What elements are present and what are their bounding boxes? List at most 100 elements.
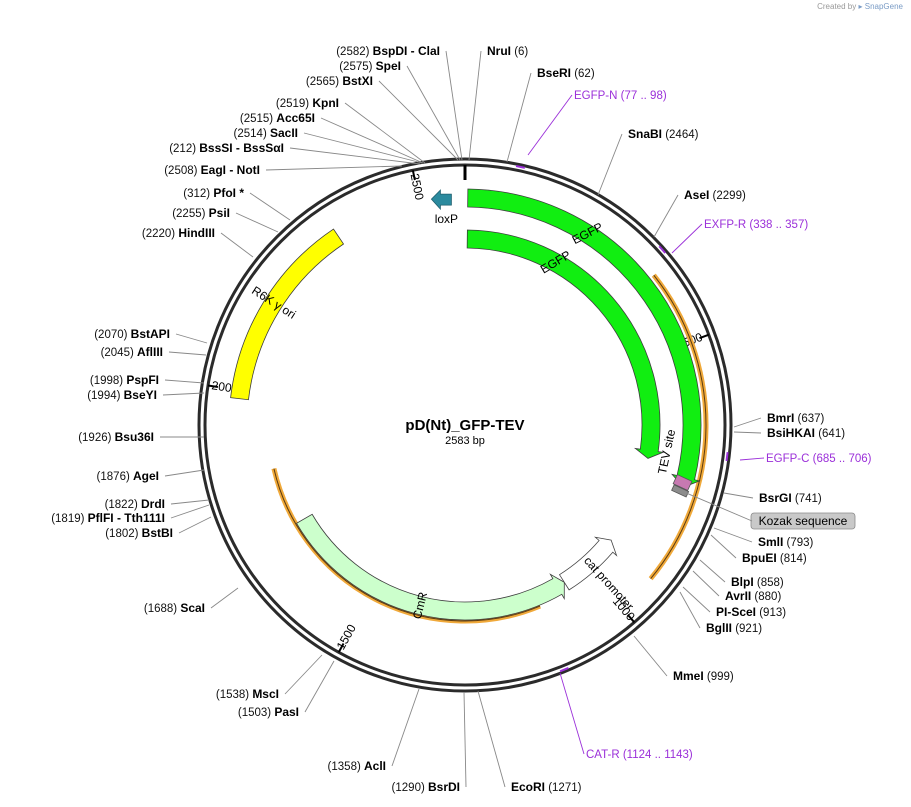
site-bseyi[interactable]: (1994) BseYI: [87, 388, 157, 402]
primer-cat-r[interactable]: CAT-R (1124 .. 1143): [586, 749, 693, 761]
site-acli[interactable]: (1358) AclI: [328, 759, 386, 773]
site-eagi-noti[interactable]: (2508) EagI - NotI: [164, 163, 260, 177]
site-position: (2220): [142, 228, 178, 240]
feature-cat-promoter[interactable]: [558, 536, 618, 591]
primer-mark-egfp-c[interactable]: [725, 451, 729, 462]
site-acc65i[interactable]: (2515) Acc65I: [240, 111, 315, 125]
site-name: ScaI: [180, 601, 205, 615]
site-msci[interactable]: (1538) MscI: [216, 687, 279, 701]
feature-loxp[interactable]: [430, 189, 452, 211]
site-pasi[interactable]: (1503) PasI: [238, 705, 299, 719]
site-position: (1998): [90, 375, 126, 387]
site-position: (1926): [78, 432, 114, 444]
site-name: BstAPI: [131, 327, 170, 341]
site-bstapi[interactable]: (2070) BstAPI: [94, 327, 170, 341]
site-position: (793): [783, 537, 813, 549]
site-pi-scei[interactable]: PI-SceI (913): [716, 605, 786, 619]
primer-exfp-r[interactable]: EXFP-R (338 .. 357): [704, 219, 808, 231]
primer-mark-exfp-r[interactable]: [658, 245, 667, 254]
site-name: PspFI: [126, 373, 159, 387]
site-position: (913): [756, 607, 786, 619]
site-name: DrdI: [141, 497, 165, 511]
site-mmei[interactable]: MmeI (999): [673, 669, 734, 683]
site-position: (1819): [51, 513, 87, 525]
site-bmri[interactable]: BmrI (637): [767, 411, 825, 425]
site-pflfi-tth111i[interactable]: (1819) PflFI - Tth111I: [51, 511, 165, 525]
primer-range: (338 .. 357): [746, 219, 808, 231]
site-sacii[interactable]: (2514) SacII: [234, 126, 298, 140]
site-bspdi-clai[interactable]: (2582) BspDI - ClaI: [336, 44, 440, 58]
primer-range: (77 .. 98): [617, 90, 666, 102]
feature-egfp-inner[interactable]: [466, 229, 665, 459]
site-bstxi[interactable]: (2565) BstXI: [306, 74, 373, 88]
site-position: (2514): [234, 128, 270, 140]
primer-mark-cat-r[interactable]: [559, 666, 569, 673]
site-bstbi[interactable]: (1802) BstBI: [105, 526, 173, 540]
site-nrui[interactable]: NruI (6): [487, 44, 528, 58]
site-position: (2045): [101, 347, 137, 359]
credit-brand: SnapGene: [864, 2, 903, 11]
site-leader-bsrgi: [723, 492, 754, 499]
site-afliii[interactable]: (2045) AflIII: [101, 345, 163, 359]
primer-mark-egfp-n[interactable]: [515, 165, 526, 169]
site-position: (1802): [105, 528, 141, 540]
site-leader-snabi: [597, 133, 623, 196]
site-name: SnaBI: [628, 127, 662, 141]
site-leader-acc65i: [320, 117, 424, 164]
site-leader-bsssi-bsss-i: [289, 147, 421, 165]
site-ecori[interactable]: EcoRI (1271): [511, 780, 582, 794]
site-leader-kpni: [344, 102, 426, 164]
site-position: (312): [183, 188, 213, 200]
site-position: (858): [754, 577, 784, 589]
site-position: (2582): [336, 46, 372, 58]
site-blpi[interactable]: BlpI (858): [731, 575, 784, 589]
site-position: (2575): [339, 61, 375, 73]
feature-kozak[interactable]: [671, 484, 690, 498]
site-name: PsiI: [209, 206, 230, 220]
site-scai[interactable]: (1688) ScaI: [144, 601, 205, 615]
site-pspfi[interactable]: (1998) PspFI: [90, 373, 159, 387]
primer-egfp-n[interactable]: EGFP-N (77 .. 98): [574, 90, 667, 102]
site-name: NruI: [487, 44, 511, 58]
plasmid-length: 2583 bp: [445, 435, 485, 447]
site-position: (2070): [94, 329, 130, 341]
site-leader-bsihkai: [733, 431, 762, 434]
site-leader-avrii: [692, 570, 720, 597]
site-bsrdi[interactable]: (1290) BsrDI: [392, 780, 460, 794]
site-bpuei[interactable]: BpuEI (814): [742, 551, 807, 565]
site-bglii[interactable]: BglII (921): [706, 621, 762, 635]
site-psii[interactable]: (2255) PsiI: [172, 206, 230, 220]
primer-egfp-c[interactable]: EGFP-C (685 .. 706): [766, 453, 872, 465]
feature-cmr[interactable]: [296, 513, 565, 621]
tick-label-2500: 2500: [408, 172, 427, 201]
site-bseri[interactable]: BseRI (62): [537, 66, 595, 80]
site-drdi[interactable]: (1822) DrdI: [105, 497, 165, 511]
site-avrii[interactable]: AvrII (880): [725, 589, 781, 603]
site-bsu36i[interactable]: (1926) Bsu36I: [78, 430, 154, 444]
site-bsihkai[interactable]: BsiHKAI (641): [767, 426, 845, 440]
site-position: (741): [792, 493, 822, 505]
feature-r6k[interactable]: [230, 228, 345, 401]
site-name: PI-SceI: [716, 605, 756, 619]
site-leader-pflfi-tth111i: [170, 504, 210, 519]
site-name: KpnI: [312, 96, 339, 110]
site-agei[interactable]: (1876) AgeI: [97, 469, 159, 483]
site-pfoi[interactable]: (312) PfoI *: [183, 186, 244, 200]
site-snabi[interactable]: SnaBI (2464): [628, 127, 699, 141]
feature-egfp-outer[interactable]: [467, 188, 702, 488]
site-name: BsiHKAI: [767, 426, 815, 440]
site-spei[interactable]: (2575) SpeI: [339, 59, 401, 73]
plasmid-name: pD(Nt)_GFP-TEV: [405, 417, 524, 434]
site-smli[interactable]: SmlI (793): [758, 535, 814, 549]
site-kpni[interactable]: (2519) KpnI: [276, 96, 339, 110]
site-bsrgi[interactable]: BsrGI (741): [759, 491, 822, 505]
site-bsssi-bsss-i[interactable]: (212) BssSI - BssSαI: [169, 141, 284, 155]
feature-tev-site[interactable]: [672, 474, 693, 491]
site-asei[interactable]: AseI (2299): [684, 188, 746, 202]
feature-cmr-label: CmR: [410, 590, 430, 620]
site-hindiii[interactable]: (2220) HindIII: [142, 226, 215, 240]
site-leader-pspfi: [164, 379, 205, 384]
site-leader-bmri: [733, 417, 762, 428]
site-leader-smli: [713, 527, 753, 543]
